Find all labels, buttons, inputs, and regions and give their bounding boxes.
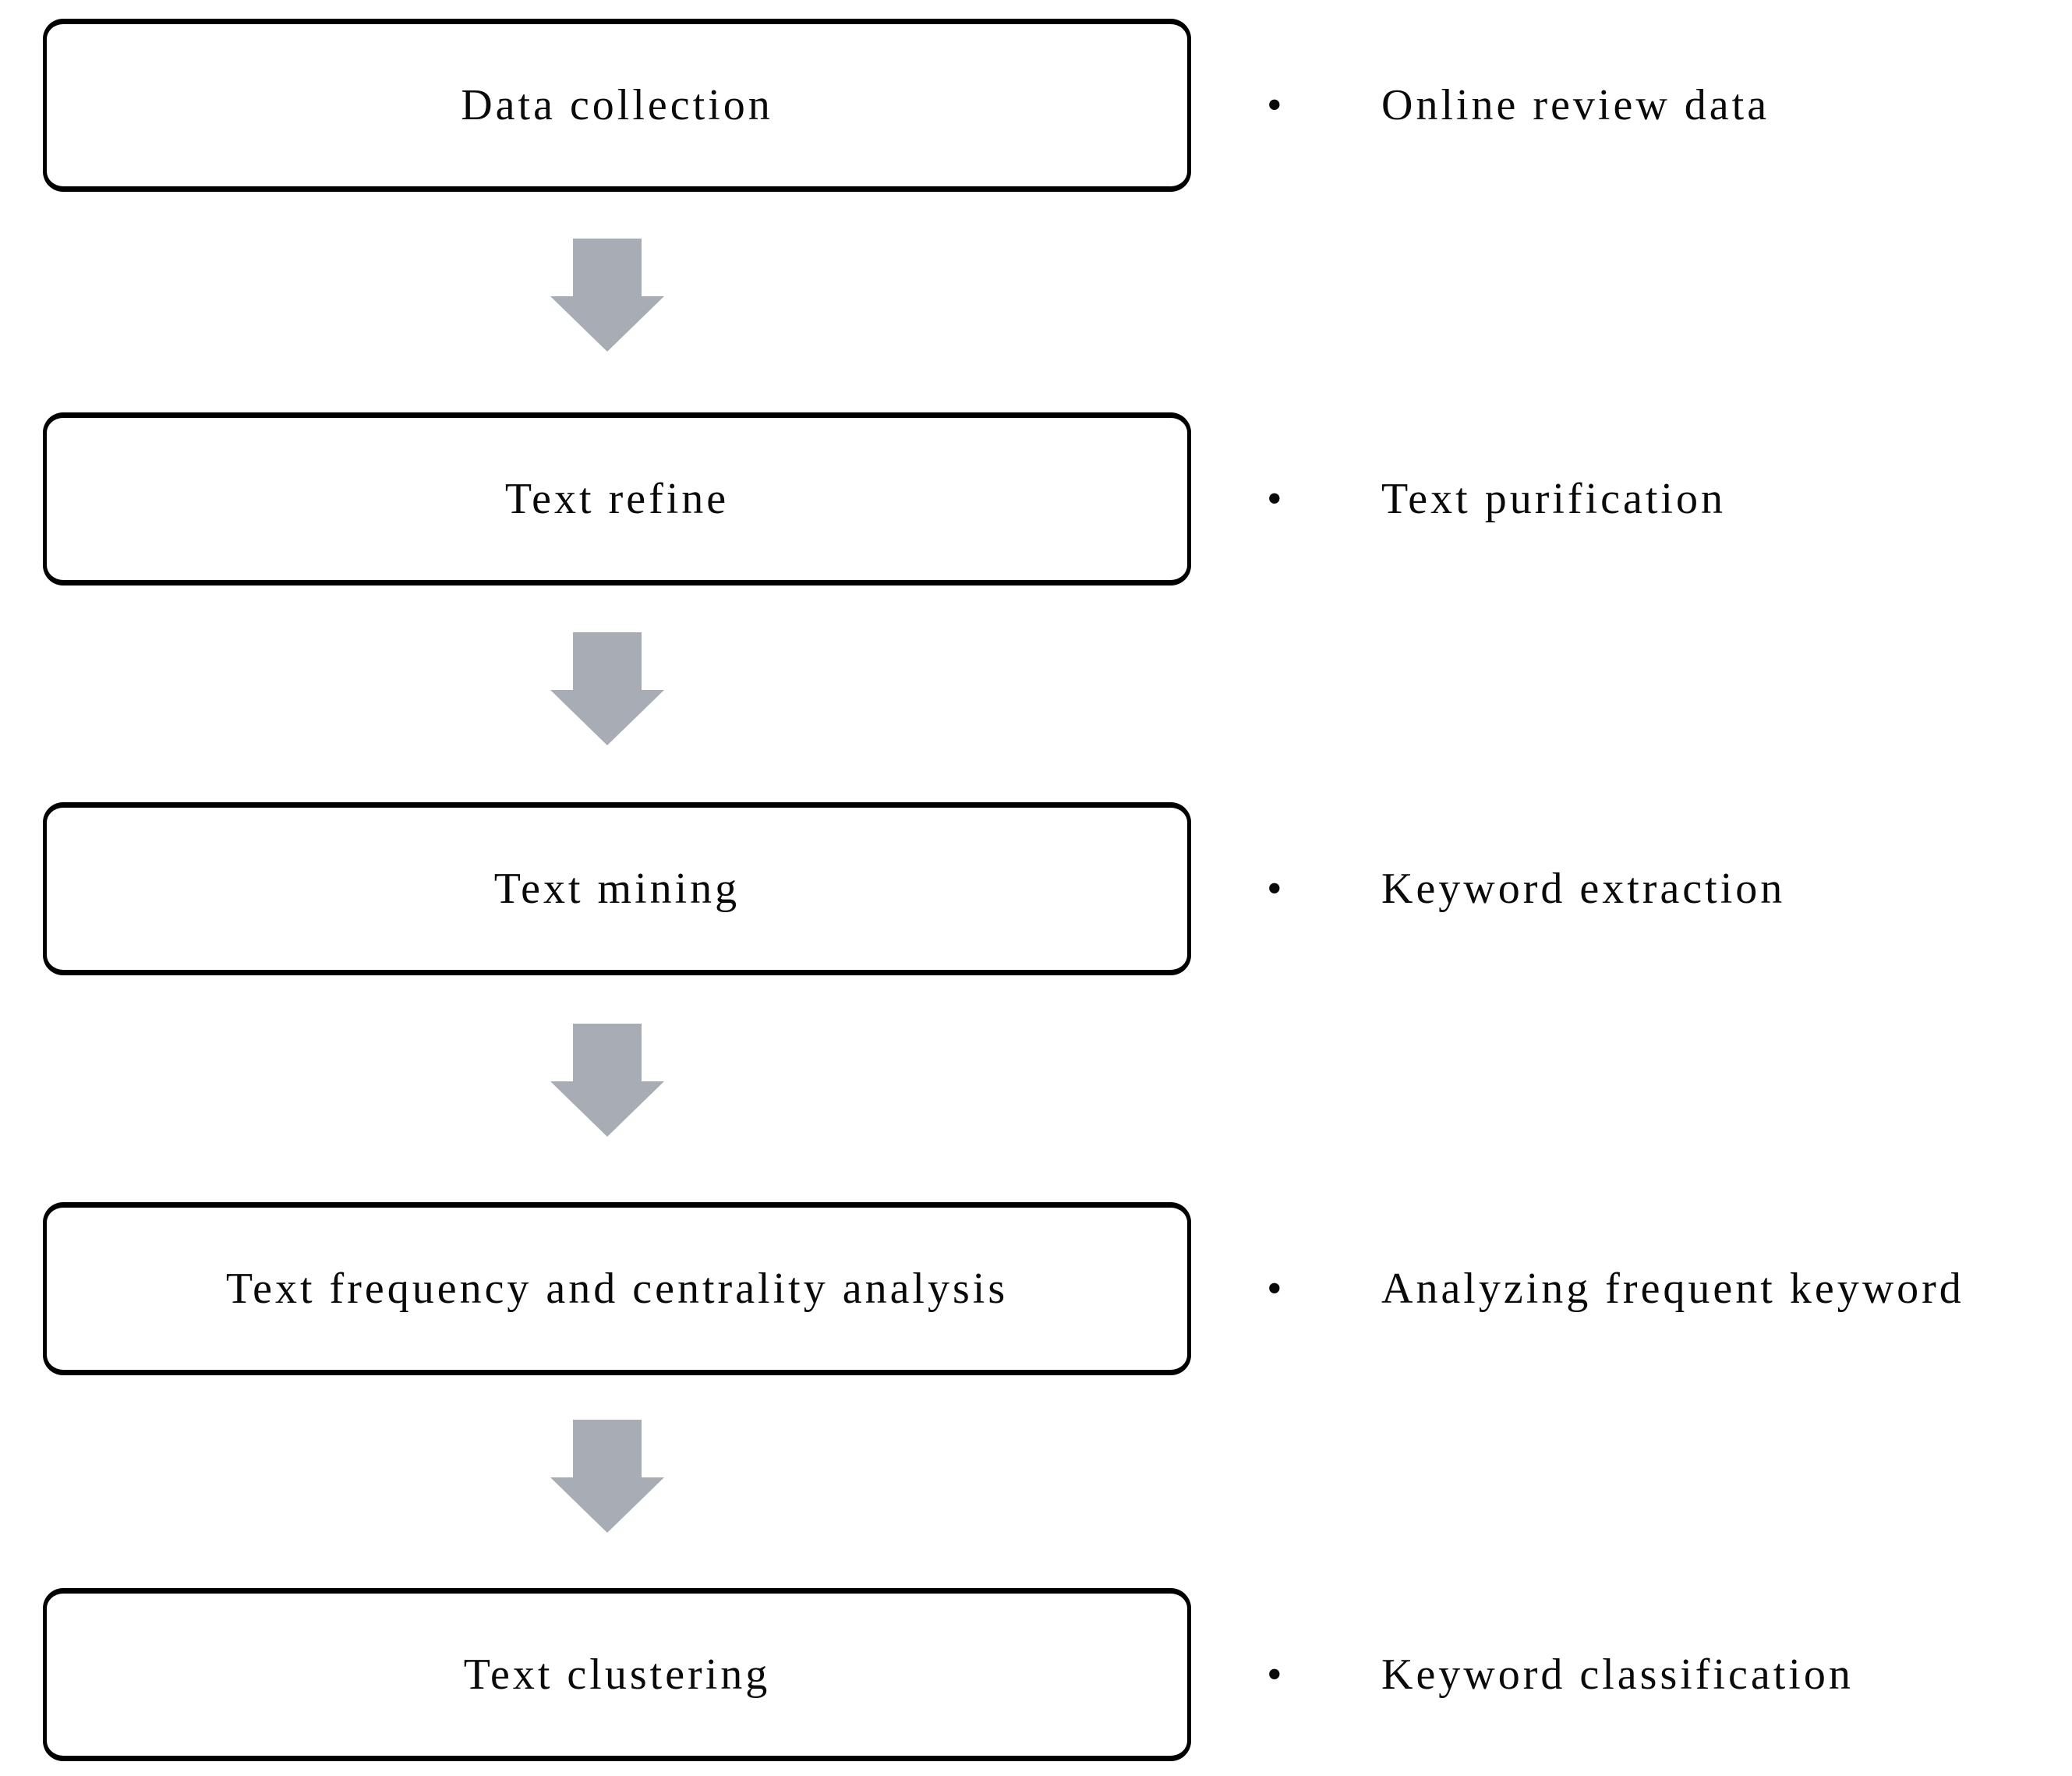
process-box-label: Data collection [461, 81, 773, 129]
bullet-item: • Text purification [1267, 412, 1726, 586]
bullet-text: Keyword extraction [1381, 865, 1786, 913]
bullet-item: • Keyword extraction [1267, 802, 1785, 975]
bullet-text: Text purification [1381, 475, 1726, 523]
process-box-data-collection: Data collection [43, 19, 1191, 192]
bullet-icon: • [1267, 865, 1282, 913]
process-box-label: Text refine [504, 475, 730, 523]
process-box-label: Text frequency and centrality analysis [225, 1265, 1009, 1313]
bullet-item: • Analyzing frequent keyword [1267, 1202, 1964, 1375]
bullet-icon: • [1267, 1265, 1282, 1313]
process-box-label: Text mining [493, 865, 741, 913]
process-box-label: Text clustering [463, 1650, 771, 1699]
process-box-text-mining: Text mining [43, 802, 1191, 975]
process-box-text-clustering: Text clustering [43, 1588, 1191, 1761]
bullet-item: • Keyword classification [1267, 1588, 1854, 1761]
down-arrow-shape [550, 1420, 664, 1533]
bullet-icon: • [1267, 1650, 1282, 1699]
down-arrow-shape [550, 239, 664, 352]
bullet-item: • Online review data [1267, 19, 1770, 192]
down-arrow-icon [550, 239, 664, 352]
bullet-icon: • [1267, 475, 1282, 523]
process-box-frequency-centrality: Text frequency and centrality analysis [43, 1202, 1191, 1375]
down-arrow-shape [550, 632, 664, 745]
down-arrow-icon [550, 632, 664, 745]
bullet-text: Online review data [1381, 81, 1770, 129]
down-arrow-icon [550, 1024, 664, 1137]
down-arrow-shape [550, 1024, 664, 1137]
down-arrow-icon [550, 1420, 664, 1533]
process-box-text-refine: Text refine [43, 412, 1191, 586]
bullet-text: Keyword classification [1381, 1650, 1854, 1699]
bullet-icon: • [1267, 81, 1282, 129]
bullet-text: Analyzing frequent keyword [1381, 1265, 1964, 1313]
